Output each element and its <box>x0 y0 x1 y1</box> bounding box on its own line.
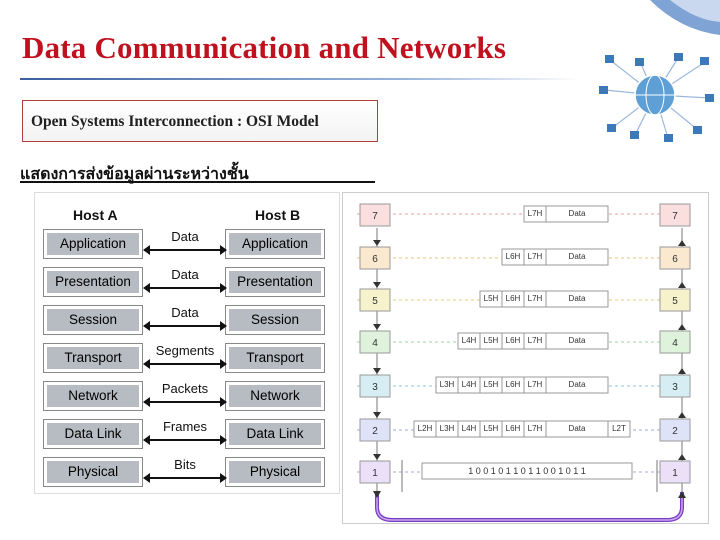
host-a-layer-network: Network <box>43 381 143 411</box>
layer-number-left-7: 7 <box>372 211 378 222</box>
corner-decoration <box>650 0 720 35</box>
encapsulation-cell-l7h: L7H <box>527 294 543 303</box>
encapsulation-cell-l7h: L7H <box>527 380 543 389</box>
title-divider <box>20 78 580 80</box>
network-globe-icon <box>599 53 714 142</box>
encapsulation-cell-data: Data <box>568 336 586 345</box>
unit-label-transport: Segments <box>155 343 215 358</box>
encapsulation-cell-l5h: L5H <box>483 336 499 345</box>
encapsulation-cell-l6h: L6H <box>505 294 521 303</box>
unit-label-application: Data <box>171 229 199 244</box>
subtitle-box: Open Systems Interconnection : OSI Model <box>22 100 378 142</box>
encapsulation-cell-l7h: L7H <box>527 252 543 261</box>
arrow-physical <box>143 473 227 483</box>
arrow-session <box>143 321 227 331</box>
host-a-layer-presentation: Presentation <box>43 267 143 297</box>
thai-caption: แสดงการส่งข้อมูลผ่านระหว่างชั้น <box>20 164 249 183</box>
encapsulation-cell-l4h: L4H <box>461 424 477 433</box>
host-b-layer-presentation: Presentation <box>225 267 325 297</box>
host-a-layer-session: Session <box>43 305 143 335</box>
layer-number-left-2: 2 <box>372 426 378 437</box>
encapsulation-svg <box>357 203 692 522</box>
host-a-layer-data-link: Data Link <box>43 419 143 449</box>
encapsulation-cell-l2h: L2H <box>417 424 433 433</box>
unit-label-network: Packets <box>161 381 209 396</box>
encapsulation-cell-l4h: L4H <box>461 380 477 389</box>
arrow-transport <box>143 359 227 369</box>
host-a-label: Host A <box>73 207 118 223</box>
encapsulation-cell-l3h: L3H <box>439 424 455 433</box>
layer-number-right-1: 1 <box>672 468 678 479</box>
host-b-layer-data-link: Data Link <box>225 419 325 449</box>
unit-label-physical: Bits <box>174 457 196 472</box>
encapsulation-cell-l5h: L5H <box>483 294 499 303</box>
arrow-data-link <box>143 435 227 445</box>
encapsulation-cell-data: Data <box>568 380 586 389</box>
encapsulation-cell-data: Data <box>568 294 586 303</box>
layer-number-left-5: 5 <box>372 296 378 307</box>
host-a-layer-physical: Physical <box>43 457 143 487</box>
encapsulation-cell-data: Data <box>568 209 586 218</box>
host-b-label: Host B <box>255 207 301 223</box>
layer-number-right-5: 5 <box>672 296 678 307</box>
host-b-layer-application: Application <box>225 229 325 259</box>
encapsulation-cell-data: Data <box>568 252 586 261</box>
layer-number-right-3: 3 <box>672 382 678 393</box>
arrow-presentation <box>143 283 227 293</box>
layer-number-left-1: 1 <box>372 468 378 479</box>
layer-number-left-3: 3 <box>372 382 378 393</box>
layer-number-right-4: 4 <box>672 338 678 349</box>
encapsulation-cell-l6h: L6H <box>505 252 521 261</box>
unit-label-presentation: Data <box>171 267 199 282</box>
encapsulation-cell-l3h: L3H <box>439 380 455 389</box>
encapsulation-cell-l2t: L2T <box>612 424 626 433</box>
host-b-layer-network: Network <box>225 381 325 411</box>
encapsulation-cell-l7h: L7H <box>527 209 543 218</box>
encapsulation-cell-l6h: L6H <box>505 380 521 389</box>
arrow-application <box>143 245 227 255</box>
encapsulation-cell-l5h: L5H <box>483 424 499 433</box>
subtitle: Open Systems Interconnection : OSI Model <box>31 113 319 130</box>
host-b-layer-transport: Transport <box>225 343 325 373</box>
encapsulation-cell-l6h: L6H <box>505 424 521 433</box>
layer-number-right-2: 2 <box>672 426 678 437</box>
page-title: Data Communication and Networks <box>22 30 507 65</box>
encapsulation-cell-l5h: L5H <box>483 380 499 389</box>
host-a-layer-application: Application <box>43 229 143 259</box>
host-a-layer-transport: Transport <box>43 343 143 373</box>
host-b-layer-session: Session <box>225 305 325 335</box>
host-b-layer-physical: Physical <box>225 457 325 487</box>
encapsulation-cell-l7h: L7H <box>527 336 543 345</box>
encapsulation-cell-data: Data <box>568 424 586 433</box>
layer-number-left-4: 4 <box>372 338 378 349</box>
encapsulation-cell-l4h: L4H <box>461 336 477 345</box>
caption-underline <box>20 181 375 183</box>
unit-label-session: Data <box>171 305 199 320</box>
layer-number-right-6: 6 <box>672 254 678 265</box>
layer-number-left-6: 6 <box>372 254 378 265</box>
arrow-network <box>143 397 227 407</box>
layer-number-right-7: 7 <box>672 211 678 222</box>
encapsulation-cell-l6h: L6H <box>505 336 521 345</box>
unit-label-data-link: Frames <box>162 419 208 434</box>
encapsulation-cell-l7h: L7H <box>527 424 543 433</box>
bit-stream: 1 0 0 1 0 1 1 0 1 1 0 0 1 0 1 1 <box>468 466 586 476</box>
